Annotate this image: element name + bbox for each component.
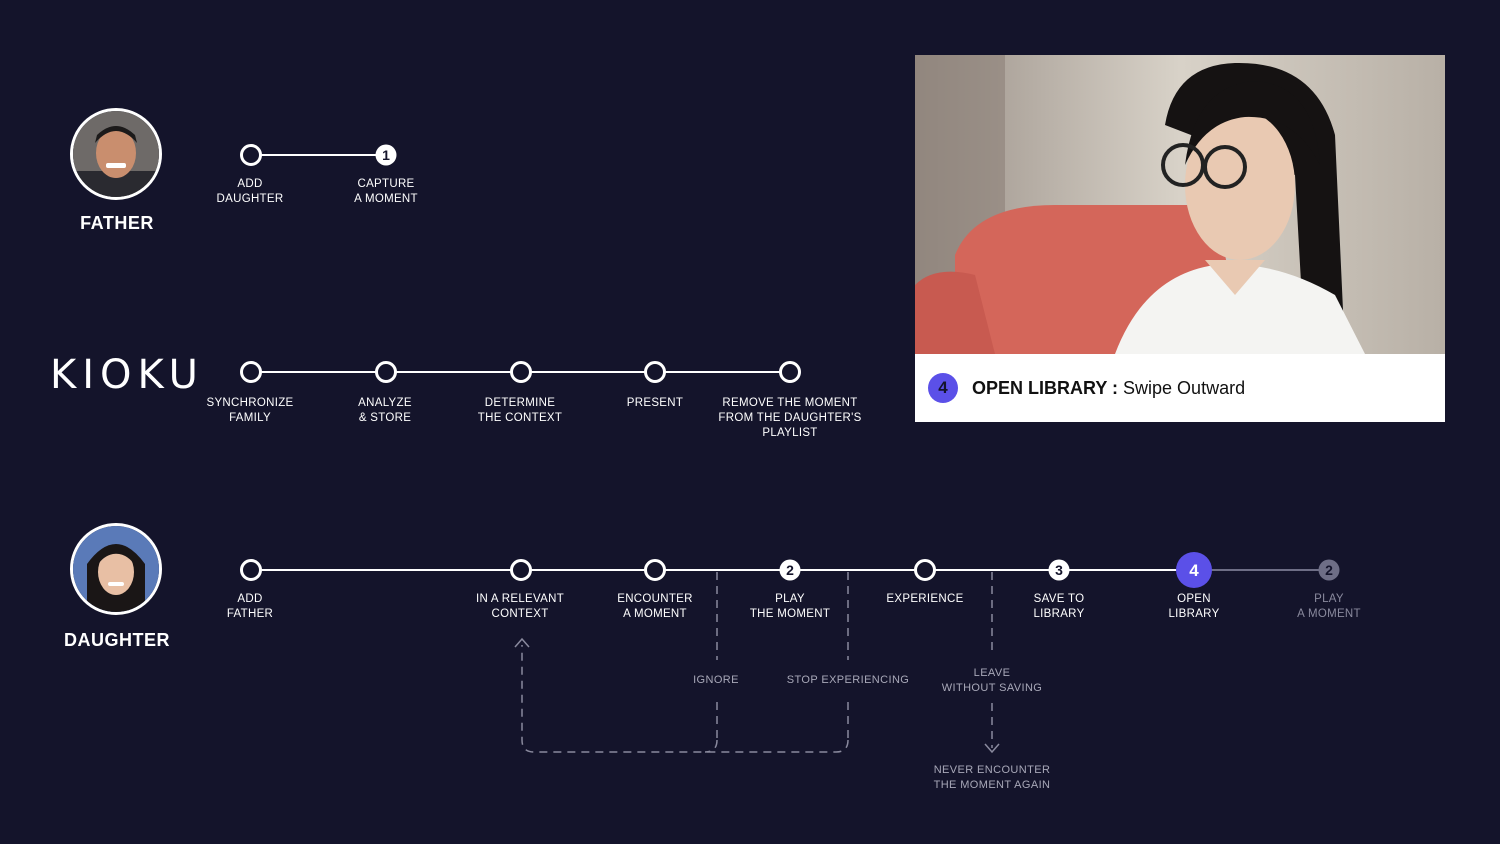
daughter-stage-node bbox=[1318, 559, 1340, 581]
father-stage-node bbox=[240, 144, 262, 166]
daughter-stage-label: EXPERIENCE bbox=[886, 593, 964, 605]
daughter-stage-label: IN A RELEVANT CONTEXT bbox=[475, 593, 565, 620]
daughter-avatar bbox=[70, 523, 162, 615]
father-stage-node bbox=[375, 144, 397, 166]
kioku-stage-node bbox=[779, 361, 801, 383]
daughter-stage-node bbox=[1048, 559, 1070, 581]
daughter-photo-icon bbox=[73, 526, 159, 612]
caption-text: OPEN LIBRARY : Swipe Outward bbox=[972, 378, 1245, 399]
daughter-stage-label: PLAY A MOMENT bbox=[1297, 593, 1361, 620]
kioku-stage-label: SYNCHRONIZE FAMILY bbox=[206, 397, 294, 424]
loop-back-join bbox=[704, 739, 718, 753]
video-preview-card[interactable]: 4 OPEN LIBRARY : Swipe Outward bbox=[915, 55, 1445, 422]
video-frame[interactable] bbox=[915, 55, 1445, 354]
kioku-logo: KIOKU bbox=[50, 352, 204, 398]
kioku-stage-node bbox=[375, 361, 397, 383]
branch-ignore-label: IGNORE bbox=[626, 673, 806, 688]
branch-never-label: NEVER ENCOUNTER THE MOMENT AGAIN bbox=[933, 764, 1051, 791]
daughter-stage-node-number: 4 bbox=[1189, 561, 1199, 580]
kioku-stage-label: DETERMINE THE CONTEXT bbox=[477, 397, 563, 424]
daughter-stage-node bbox=[914, 559, 936, 581]
branch-stop-label: STOP EXPERIENCING bbox=[786, 674, 910, 686]
daughter-stage-node-number: 2 bbox=[1325, 562, 1333, 578]
daughter-stage-node bbox=[510, 559, 532, 581]
video-caption: 4 OPEN LIBRARY : Swipe Outward bbox=[915, 354, 1445, 422]
daughter-stage-label: SAVE TO LIBRARY bbox=[1033, 593, 1085, 620]
daughter-name: DAUGHTER bbox=[64, 630, 170, 650]
daughter-stage-node-number: 3 bbox=[1055, 562, 1063, 578]
father-photo-icon bbox=[73, 111, 159, 197]
father-stage-label: CAPTURE A MOMENT bbox=[354, 178, 418, 205]
leave-arrow-head bbox=[984, 743, 1000, 754]
father-stage-node-number: 1 bbox=[382, 147, 390, 163]
caption-subtitle: Swipe Outward bbox=[1123, 377, 1246, 398]
caption-title: OPEN LIBRARY bbox=[972, 377, 1108, 398]
loop-arrow-head bbox=[514, 637, 530, 648]
daughter-stage-label: ENCOUNTER A MOMENT bbox=[617, 593, 693, 620]
kioku-stage-node bbox=[644, 361, 666, 383]
kioku-stage-node bbox=[510, 361, 532, 383]
father-stage-label: ADD DAUGHTER bbox=[216, 178, 284, 205]
caption-step-badge: 4 bbox=[928, 373, 958, 403]
kioku-stage-label: PRESENT bbox=[626, 397, 684, 409]
kioku-stage-label: REMOVE THE MOMENT FROM THE DAUGHTER'S PL… bbox=[718, 397, 862, 439]
daughter-stage-node bbox=[1176, 552, 1212, 588]
daughter-stage-node-number: 2 bbox=[786, 562, 794, 578]
father-name: FATHER bbox=[80, 213, 154, 233]
daughter-stage-node bbox=[240, 559, 262, 581]
daughter-stage-label: OPEN LIBRARY bbox=[1168, 593, 1220, 620]
daughter-stage-node bbox=[644, 559, 666, 581]
daughter-stage-label: ADD FATHER bbox=[226, 593, 274, 620]
caption-separator: : bbox=[1107, 377, 1124, 398]
kioku-stage-node bbox=[240, 361, 262, 383]
loop-back-path bbox=[521, 645, 849, 753]
daughter-stage-label: PLAY THE MOMENT bbox=[749, 593, 831, 620]
branch-leave-label: LEAVE WITHOUT SAVING bbox=[941, 667, 1043, 694]
daughter-stage-node bbox=[779, 559, 801, 581]
kioku-stage-label: ANALYZE & STORE bbox=[358, 397, 412, 424]
father-avatar bbox=[70, 108, 162, 200]
